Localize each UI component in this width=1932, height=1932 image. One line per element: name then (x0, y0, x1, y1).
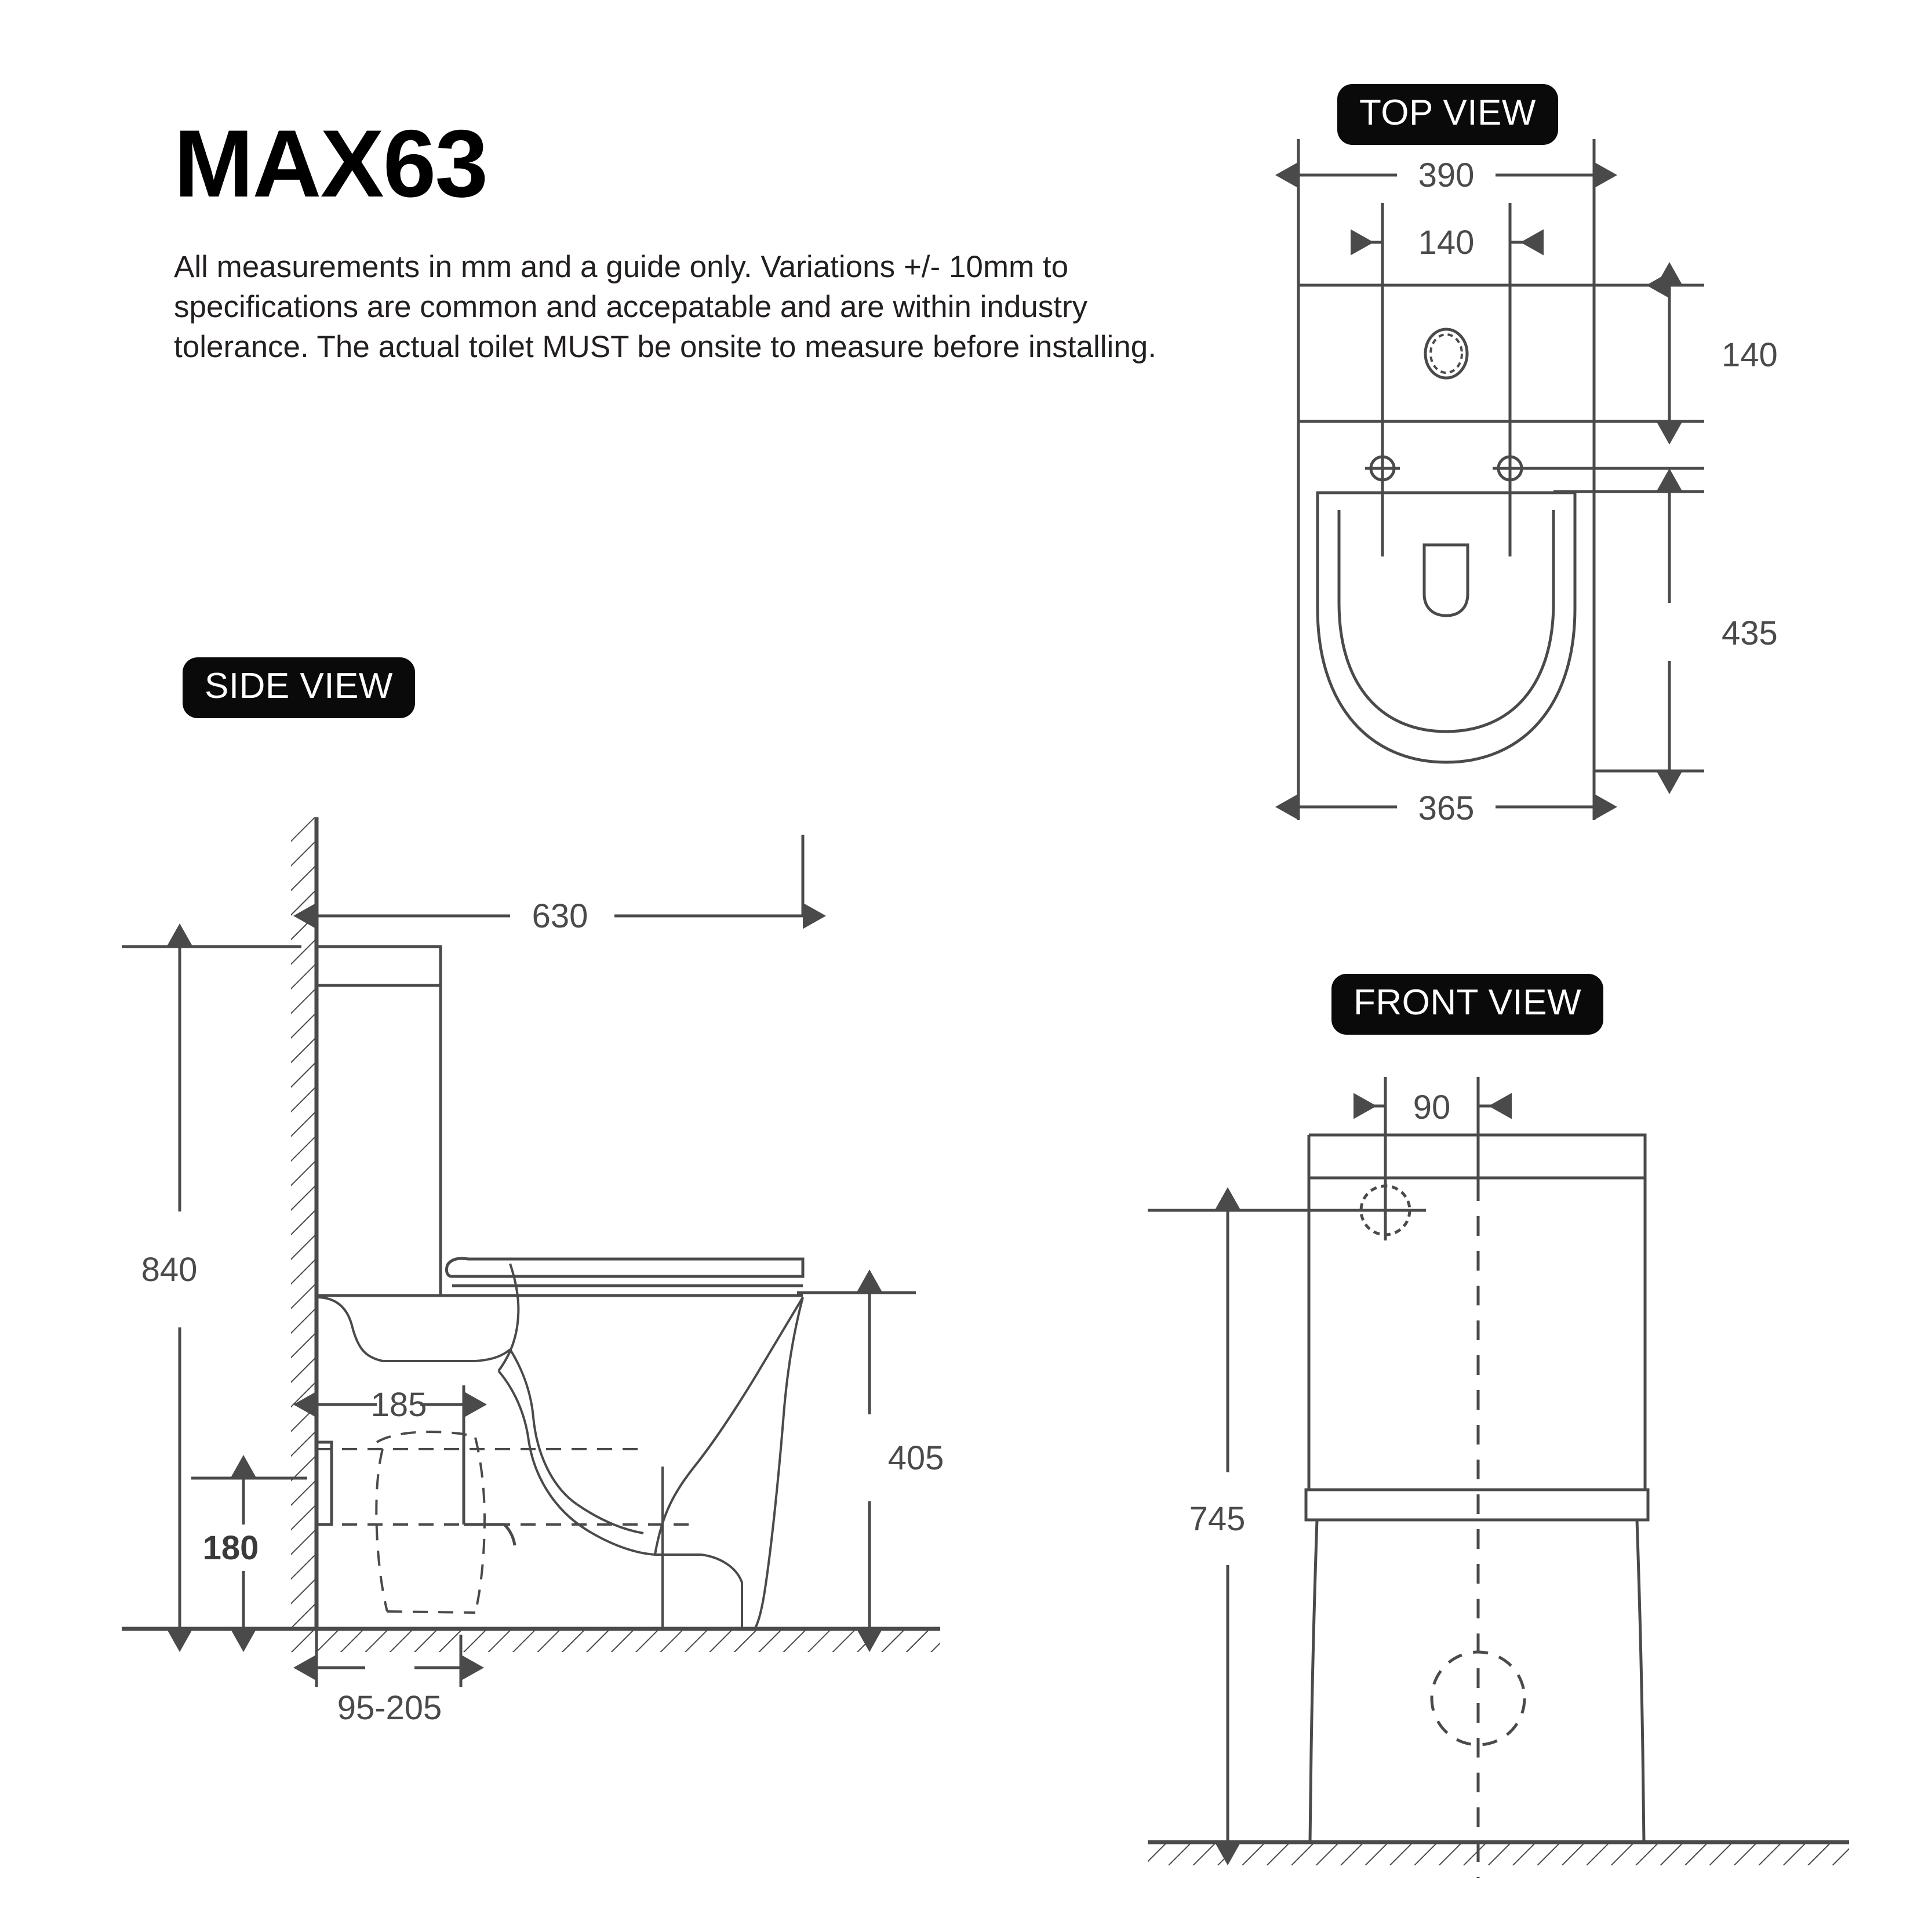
top-view-drawing: 390 140 140 435 365 (1275, 139, 1778, 827)
outlet-circle-icon (1430, 1650, 1526, 1747)
bowl-profile (316, 1263, 804, 1630)
inlet-valve-icon (1345, 1180, 1426, 1240)
trapway-hidden-lines (316, 1431, 690, 1614)
measurement-note: All measurements in mm and a guide only.… (174, 250, 1156, 364)
dim-label-side-180: 180 (203, 1529, 259, 1567)
wall-section (291, 817, 319, 1629)
page-title: MAX63 (174, 110, 488, 217)
dim-label-top-365: 365 (1418, 789, 1475, 827)
dim-label-side-405: 405 (888, 1439, 944, 1477)
floor-section (122, 1627, 940, 1652)
side-view-drawing: 630 840 180 185 405 95-205 (122, 817, 944, 1727)
cistern-front-outline (1307, 1133, 1647, 1490)
bowl-pedestal-front (1308, 1519, 1646, 1843)
seat-hinge-cutout (1422, 543, 1469, 617)
dim-label-top-140w: 140 (1418, 224, 1475, 261)
dim-label-side-630: 630 (532, 897, 588, 935)
badge-side-view: SIDE VIEW (183, 657, 415, 718)
dim-label-side-185: 185 (371, 1386, 427, 1424)
bolt-hole-right-icon (1493, 451, 1527, 486)
badge-front-view: FRONT VIEW (1331, 974, 1604, 1035)
flush-button-icon (1424, 328, 1469, 380)
badge-top-view: TOP VIEW (1337, 84, 1558, 145)
seat-band-front (1304, 1488, 1650, 1522)
seat-and-lid (316, 1257, 805, 1297)
dim-label-top-435: 435 (1722, 614, 1778, 652)
cistern-outline (316, 945, 442, 1296)
floor-section-front (1148, 1840, 1849, 1865)
header-block: MAX63 All measurements in mm and a guide… (174, 116, 1235, 368)
dim-label-front-745: 745 (1189, 1500, 1246, 1538)
dim-label-front-90: 90 (1413, 1089, 1451, 1126)
dim-label-side-95-205: 95-205 (337, 1689, 442, 1727)
dim-label-top-140d: 140 (1722, 336, 1778, 374)
bowl-outline (1316, 491, 1577, 764)
dim-label-top-390: 390 (1418, 157, 1475, 194)
outlet-connector (316, 1440, 516, 1546)
front-view-drawing: 90 745 (1148, 1077, 1849, 1878)
dim-label-side-840: 840 (141, 1251, 198, 1289)
bolt-hole-left-icon (1365, 451, 1400, 486)
